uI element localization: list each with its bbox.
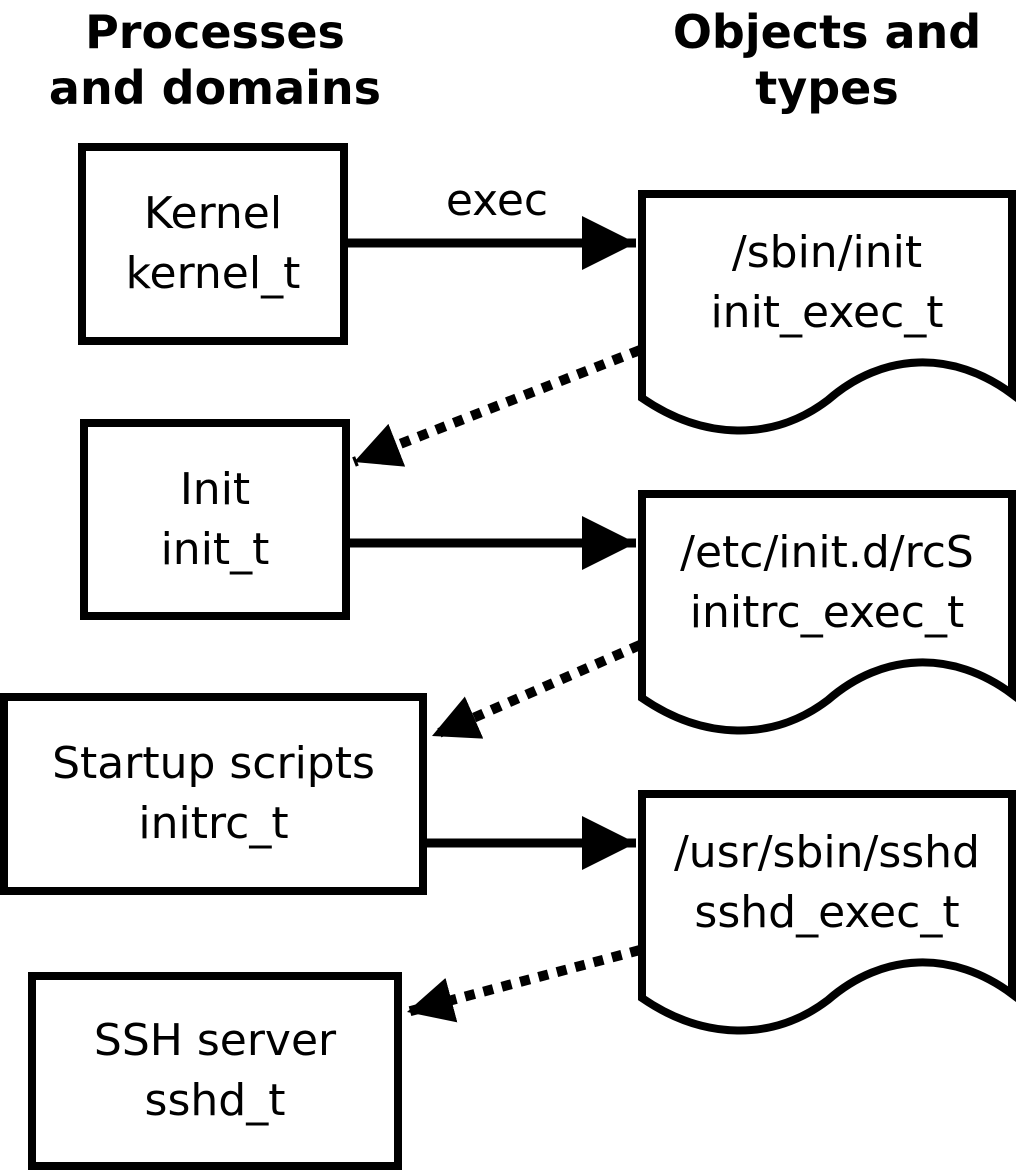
document-shape-etc-initd-rcs [638,490,1016,735]
heading-processes-line2: and domains [48,61,382,115]
process-domain-type: sshd_t [144,1075,286,1126]
process-name: Init [179,463,251,515]
heading-processes-line1: Processes [85,5,345,59]
column-heading-objects: Objects and types [637,4,1017,116]
document-shape-sbin-init [638,190,1016,435]
transition-arrow-initexec-to-init [352,345,642,467]
heading-objects-line2: types [755,61,899,115]
process-name: Startup scripts [52,738,375,789]
edge-label-exec: exec [445,175,549,226]
process-box-kernel: Kernel kernel_t [78,143,348,345]
process-name: SSH server [93,1015,337,1066]
process-box-startup-scripts: Startup scripts initrc_t [0,693,427,895]
transition-arrow-initrcexec-to-initrc [429,640,643,741]
process-domain-type: initrc_t [138,798,289,849]
heading-objects-line1: Objects and [672,5,982,59]
process-box-ssh-server: SSH server sshd_t [28,972,402,1170]
process-domain-type: kernel_t [125,248,301,299]
document-shape-usr-sbin-sshd [638,790,1016,1035]
process-name: Kernel [143,188,283,239]
transition-arrow-sshdexec-to-sshd [405,945,642,1023]
process-box-init: Init init_t [80,419,350,620]
process-domain-type: init_t [160,523,270,575]
column-heading-processes: Processes and domains [30,4,400,116]
